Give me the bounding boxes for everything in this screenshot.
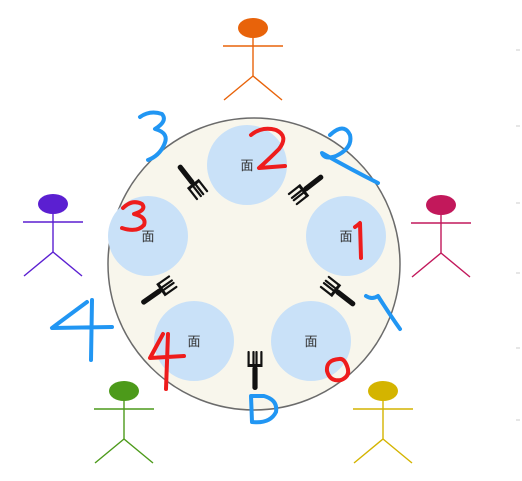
bowl-2: 面 [271, 301, 351, 381]
bowl-number-1 [353, 221, 363, 260]
fork-number-0 [249, 394, 279, 425]
bowl-4: 面 [108, 196, 188, 276]
fork-number-2 [320, 126, 380, 185]
bowl-label: 面 [339, 230, 352, 245]
bowl-label: 面 [304, 335, 317, 350]
bowl-number-3 [120, 200, 147, 232]
philosopher-right [411, 195, 471, 278]
bowl-label: 面 [187, 335, 200, 350]
bowl-3: 面 [154, 301, 234, 381]
bowl-0: 面 [207, 125, 287, 205]
fork-number-3 [138, 110, 168, 162]
bowl-number-2 [249, 126, 287, 170]
philosopher-left [23, 194, 83, 277]
bowl-number-0 [324, 356, 351, 383]
bowl-1: 面 [306, 196, 386, 276]
fork-number-4 [50, 298, 114, 362]
margin-ticks [516, 49, 520, 421]
fork-number-1 [364, 294, 402, 331]
bowl-label: 面 [240, 159, 253, 174]
bowl-label: 面 [141, 230, 154, 245]
philosopher-bottom-right [353, 381, 413, 464]
philosopher-top [223, 18, 283, 101]
bowl-number-4 [148, 332, 186, 391]
philosopher-bottom-left [94, 381, 154, 464]
